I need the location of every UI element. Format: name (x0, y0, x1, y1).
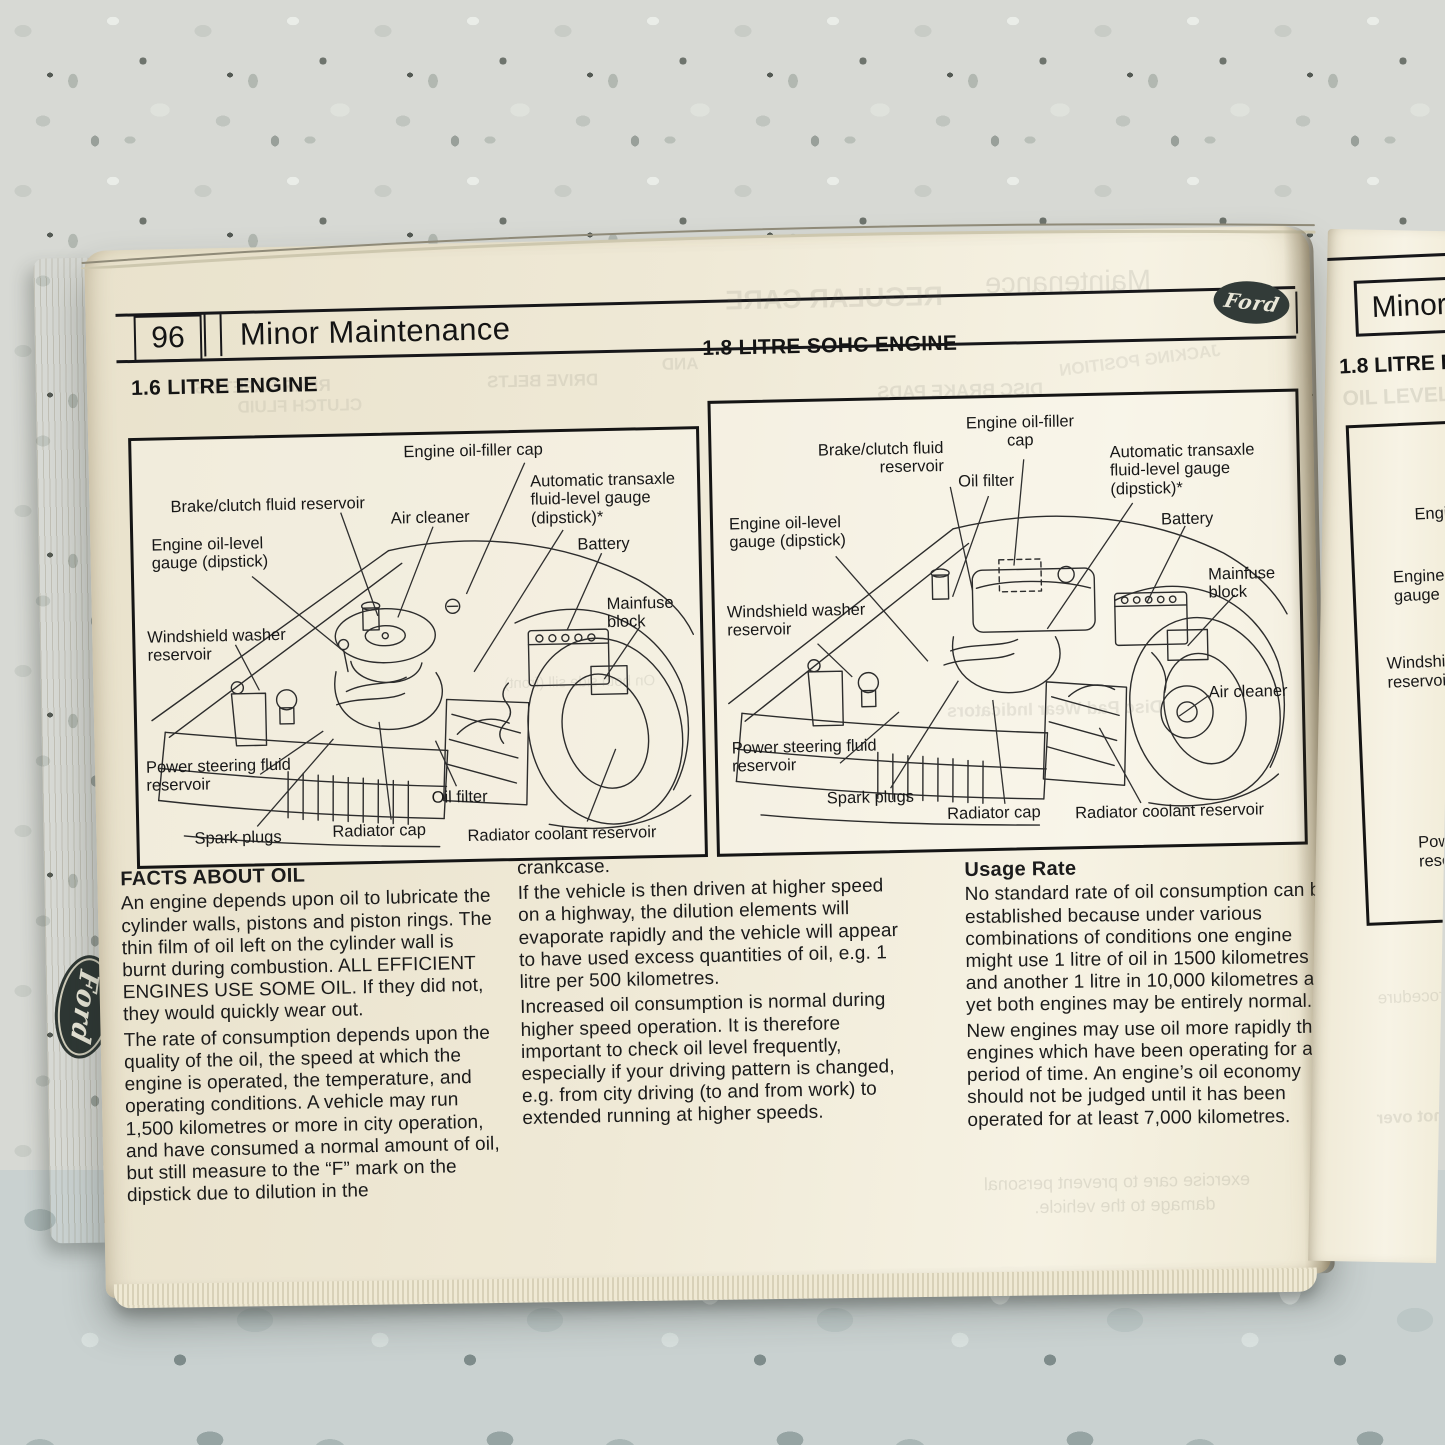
ghost-text: exercise care to prevent personal (983, 1168, 1251, 1195)
page-number: 96 (133, 314, 203, 362)
diagram-label: Power ste fluid reser (1417, 829, 1445, 871)
usage-rate-column: Usage Rate No standard rate of oil consu… (964, 854, 1341, 1134)
ghost-text: Do not over (1376, 1105, 1445, 1128)
next-page-edge: Minor M 1.8 LITRE DO OIL LEVEL Engine oi… (1308, 228, 1445, 1264)
diagram-label: Windshield washer reservoir (147, 625, 286, 666)
ghost-text: On both side sill (front) (504, 672, 656, 693)
diagram-label: Windshield washer reservoir (726, 600, 866, 641)
diagram-label: Air cleaner (390, 507, 470, 528)
diagram-label: Battery (1160, 509, 1214, 529)
diagram-label: Power steering fluid reservoir (731, 736, 877, 776)
ghost-text: CLUTCH FLUID (237, 395, 363, 417)
facts-about-oil-column: FACTS ABOUT OIL An engine depends upon o… (120, 860, 503, 1210)
ghost-text: damage to the vehicle. (1034, 1193, 1216, 1218)
diagram-label: Mainfuse block (606, 593, 674, 632)
diagram-label: Brake/clutch fluid reservoir (817, 438, 945, 477)
diagram-label: Engine oil-level gauge (dipstick) (151, 534, 269, 574)
ford-logo-text: Ford (1221, 287, 1282, 318)
paragraph: The rate of consumption depends upon the… (123, 1022, 500, 1207)
paragraph: New engines may use oil more rapidly tha… (966, 1016, 1334, 1131)
engine-diagram-1-8-sohc: Disc Pad Wear Indicators Engine oil-fill… (707, 388, 1308, 857)
ghost-text: JACKING POSITION (1058, 340, 1222, 380)
paragraph: An engine depends upon oil to lubricate … (120, 885, 493, 1026)
ghost-text: Maintenance (984, 264, 1152, 301)
section-heading-1-8-dohc: 1.8 LITRE DO (1338, 349, 1445, 379)
diagram-label: Air cleaner (1208, 681, 1288, 702)
diagram-label: Windshield wa reservoir (1386, 650, 1445, 692)
diagram-label: Oil filter (431, 787, 488, 807)
diagram-label: Engine oil-level gauge (dipstick) (728, 513, 847, 552)
ghost-text: OIL LEVEL (1342, 382, 1445, 411)
ghost-text: Procedure (1377, 985, 1445, 1008)
ghost-text: DRIVE BELTS (486, 370, 599, 392)
diagram-label: Battery (577, 534, 630, 554)
page-title: Minor Maintenance (239, 311, 511, 352)
section-heading-1-8-sohc: 1.8 LITRE SOHC ENGINE (702, 331, 958, 361)
section-heading-1-6-litre: 1.6 LITRE ENGINE (130, 373, 319, 400)
engine-diagram-1-8-dohc: Engine oil-f Engine oil-lev gauge (dipst… (1345, 411, 1445, 926)
diagram-label: Engine oil-filler cap (965, 412, 1075, 451)
diagram-label: Radiator cap (332, 820, 427, 841)
paragraph: Increased oil consumption is normal duri… (519, 989, 895, 1130)
engine-illustration (728, 459, 1288, 826)
diagram-label: Power steering fluid reservoir (145, 755, 292, 796)
ghost-text: AND (661, 354, 699, 374)
diagram-label: Oil filter (957, 471, 1015, 491)
diagram-label: Automatic transaxle fluid-level gauge (d… (529, 469, 676, 528)
next-page-header: Minor M (1353, 268, 1445, 337)
diagram-label: Spark plugs (194, 827, 282, 848)
leader-lines (234, 462, 641, 827)
diagram-label: Spark plugs (826, 787, 915, 808)
paragraph: If the vehicle is then driven at higher … (517, 875, 899, 994)
manual-open-page: 96 Minor Maintenance Ford REGULAR CARE M… (81, 223, 1336, 1299)
diagram-label: Engine oil-filler cap (403, 440, 544, 462)
diagram-label: Automatic transaxle fluid-level gauge (d… (1109, 440, 1255, 499)
paragraph: No standard rate of oil consumption can … (964, 879, 1336, 1017)
diagram-label: Engine oil-lev gauge (dipsti (1392, 564, 1445, 606)
ghost-text: REGULAR CARE (725, 280, 944, 316)
leader-lines (817, 459, 1236, 804)
diagram-label: Mainfuse block (1207, 564, 1276, 602)
page-top-edge-lines (81, 223, 1316, 270)
next-page-content: Minor M 1.8 LITRE DO OIL LEVEL Engine oi… (1325, 229, 1445, 1261)
engine-diagram-1-6: On both side sill (front) Engine oil-fil… (128, 426, 708, 869)
engine-illustration (151, 462, 695, 848)
header-rule-top (1326, 245, 1445, 261)
usage-rate-heading: Usage Rate (964, 857, 1077, 882)
middle-text-column: crankcase. If the vehicle is then driven… (517, 850, 915, 1134)
diagram-label: Radiator cap (946, 803, 1041, 823)
diagram-label: Engine oil-f (1414, 502, 1445, 524)
